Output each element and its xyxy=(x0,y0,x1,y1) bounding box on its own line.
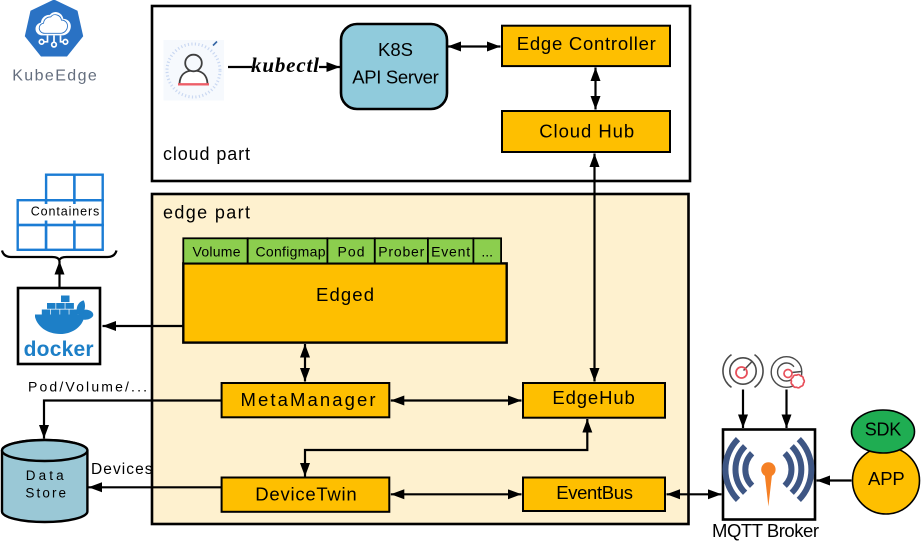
svg-text:Cloud Hub: Cloud Hub xyxy=(539,121,634,142)
svg-text:APP: APP xyxy=(868,468,905,489)
svg-text:Prober: Prober xyxy=(378,244,424,260)
svg-text:K8S: K8S xyxy=(378,39,413,60)
svg-text:API Server: API Server xyxy=(352,67,439,88)
svg-text:Configmap: Configmap xyxy=(256,244,326,260)
svg-text:MetaManager: MetaManager xyxy=(241,389,376,410)
svg-text:Data: Data xyxy=(26,468,64,483)
svg-text:KubeEdge: KubeEdge xyxy=(12,68,97,85)
svg-text:...: ... xyxy=(481,244,493,260)
svg-text:MQTT Broker: MQTT Broker xyxy=(712,520,819,541)
svg-text:kubectl: kubectl xyxy=(251,53,319,77)
svg-text:Edged: Edged xyxy=(316,284,374,305)
svg-text:SDK: SDK xyxy=(865,420,902,440)
svg-text:DeviceTwin: DeviceTwin xyxy=(255,484,356,505)
svg-text:EdgeHub: EdgeHub xyxy=(552,387,635,408)
svg-text:Edge Controller: Edge Controller xyxy=(517,33,656,54)
svg-text:Containers: Containers xyxy=(31,205,100,219)
svg-text:Event: Event xyxy=(431,244,470,260)
svg-text:EventBus: EventBus xyxy=(556,482,633,503)
svg-text:Store: Store xyxy=(25,486,66,501)
svg-text:edge part: edge part xyxy=(163,203,250,223)
svg-text:Pod: Pod xyxy=(338,244,365,260)
svg-text:Volume: Volume xyxy=(193,244,241,260)
svg-text:Devices: Devices xyxy=(91,461,153,478)
svg-text:cloud part: cloud part xyxy=(163,144,250,164)
svg-text:docker: docker xyxy=(24,338,94,361)
svg-text:Pod/Volume/...: Pod/Volume/... xyxy=(28,379,147,395)
